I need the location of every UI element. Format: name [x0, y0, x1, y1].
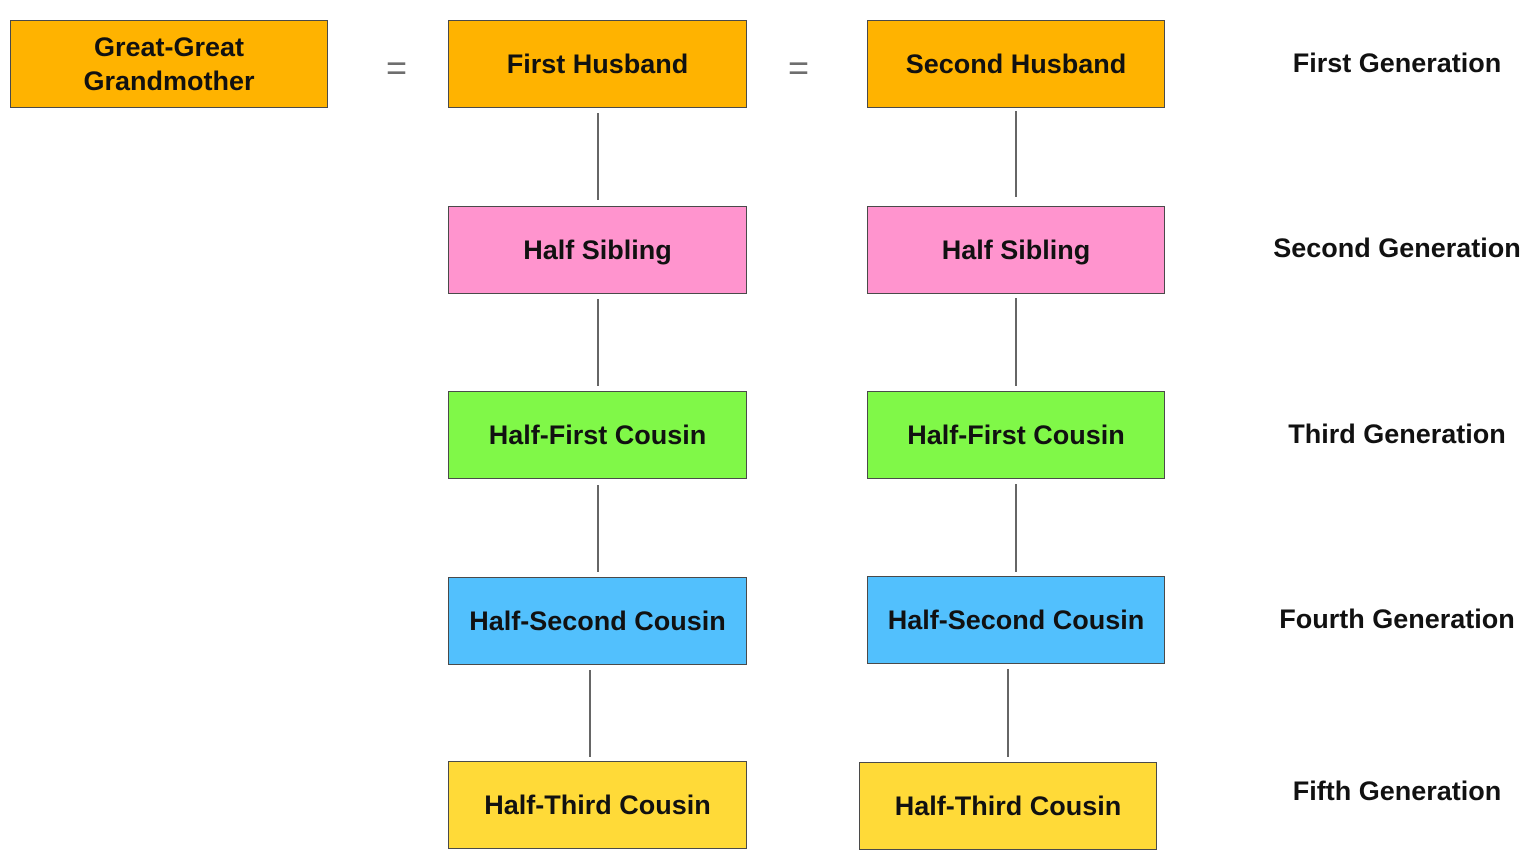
equals-sign-2: = — [788, 47, 810, 88]
right-half-sibling-box: Half Sibling — [867, 206, 1165, 294]
right-half-second-cousin-box: Half-Second Cousin — [867, 576, 1165, 664]
left-half-second-cousin-box: Half-Second Cousin — [448, 577, 747, 665]
generation-label-first: First Generation — [1292, 48, 1502, 78]
equals-sign-1: = — [386, 47, 408, 88]
left-half-first-cousin-box: Half-First Cousin — [448, 391, 747, 479]
first-husband-box: First Husband — [448, 20, 747, 108]
generation-label-fifth: Fifth Generation — [1292, 776, 1502, 806]
generation-label-third: Third Generation — [1288, 419, 1506, 449]
generation-label-second: Second Generation — [1273, 233, 1521, 263]
second-husband-box: Second Husband — [867, 20, 1165, 108]
right-half-first-cousin-box: Half-First Cousin — [867, 391, 1165, 479]
generation-label-fourth: Fourth Generation — [1279, 604, 1515, 634]
left-half-third-cousin-box: Half-Third Cousin — [448, 761, 747, 849]
left-half-sibling-box: Half Sibling — [448, 206, 747, 294]
great-great-grandmother-box: Great-Great Grandmother — [10, 20, 328, 108]
right-half-third-cousin-box: Half-Third Cousin — [859, 762, 1157, 850]
